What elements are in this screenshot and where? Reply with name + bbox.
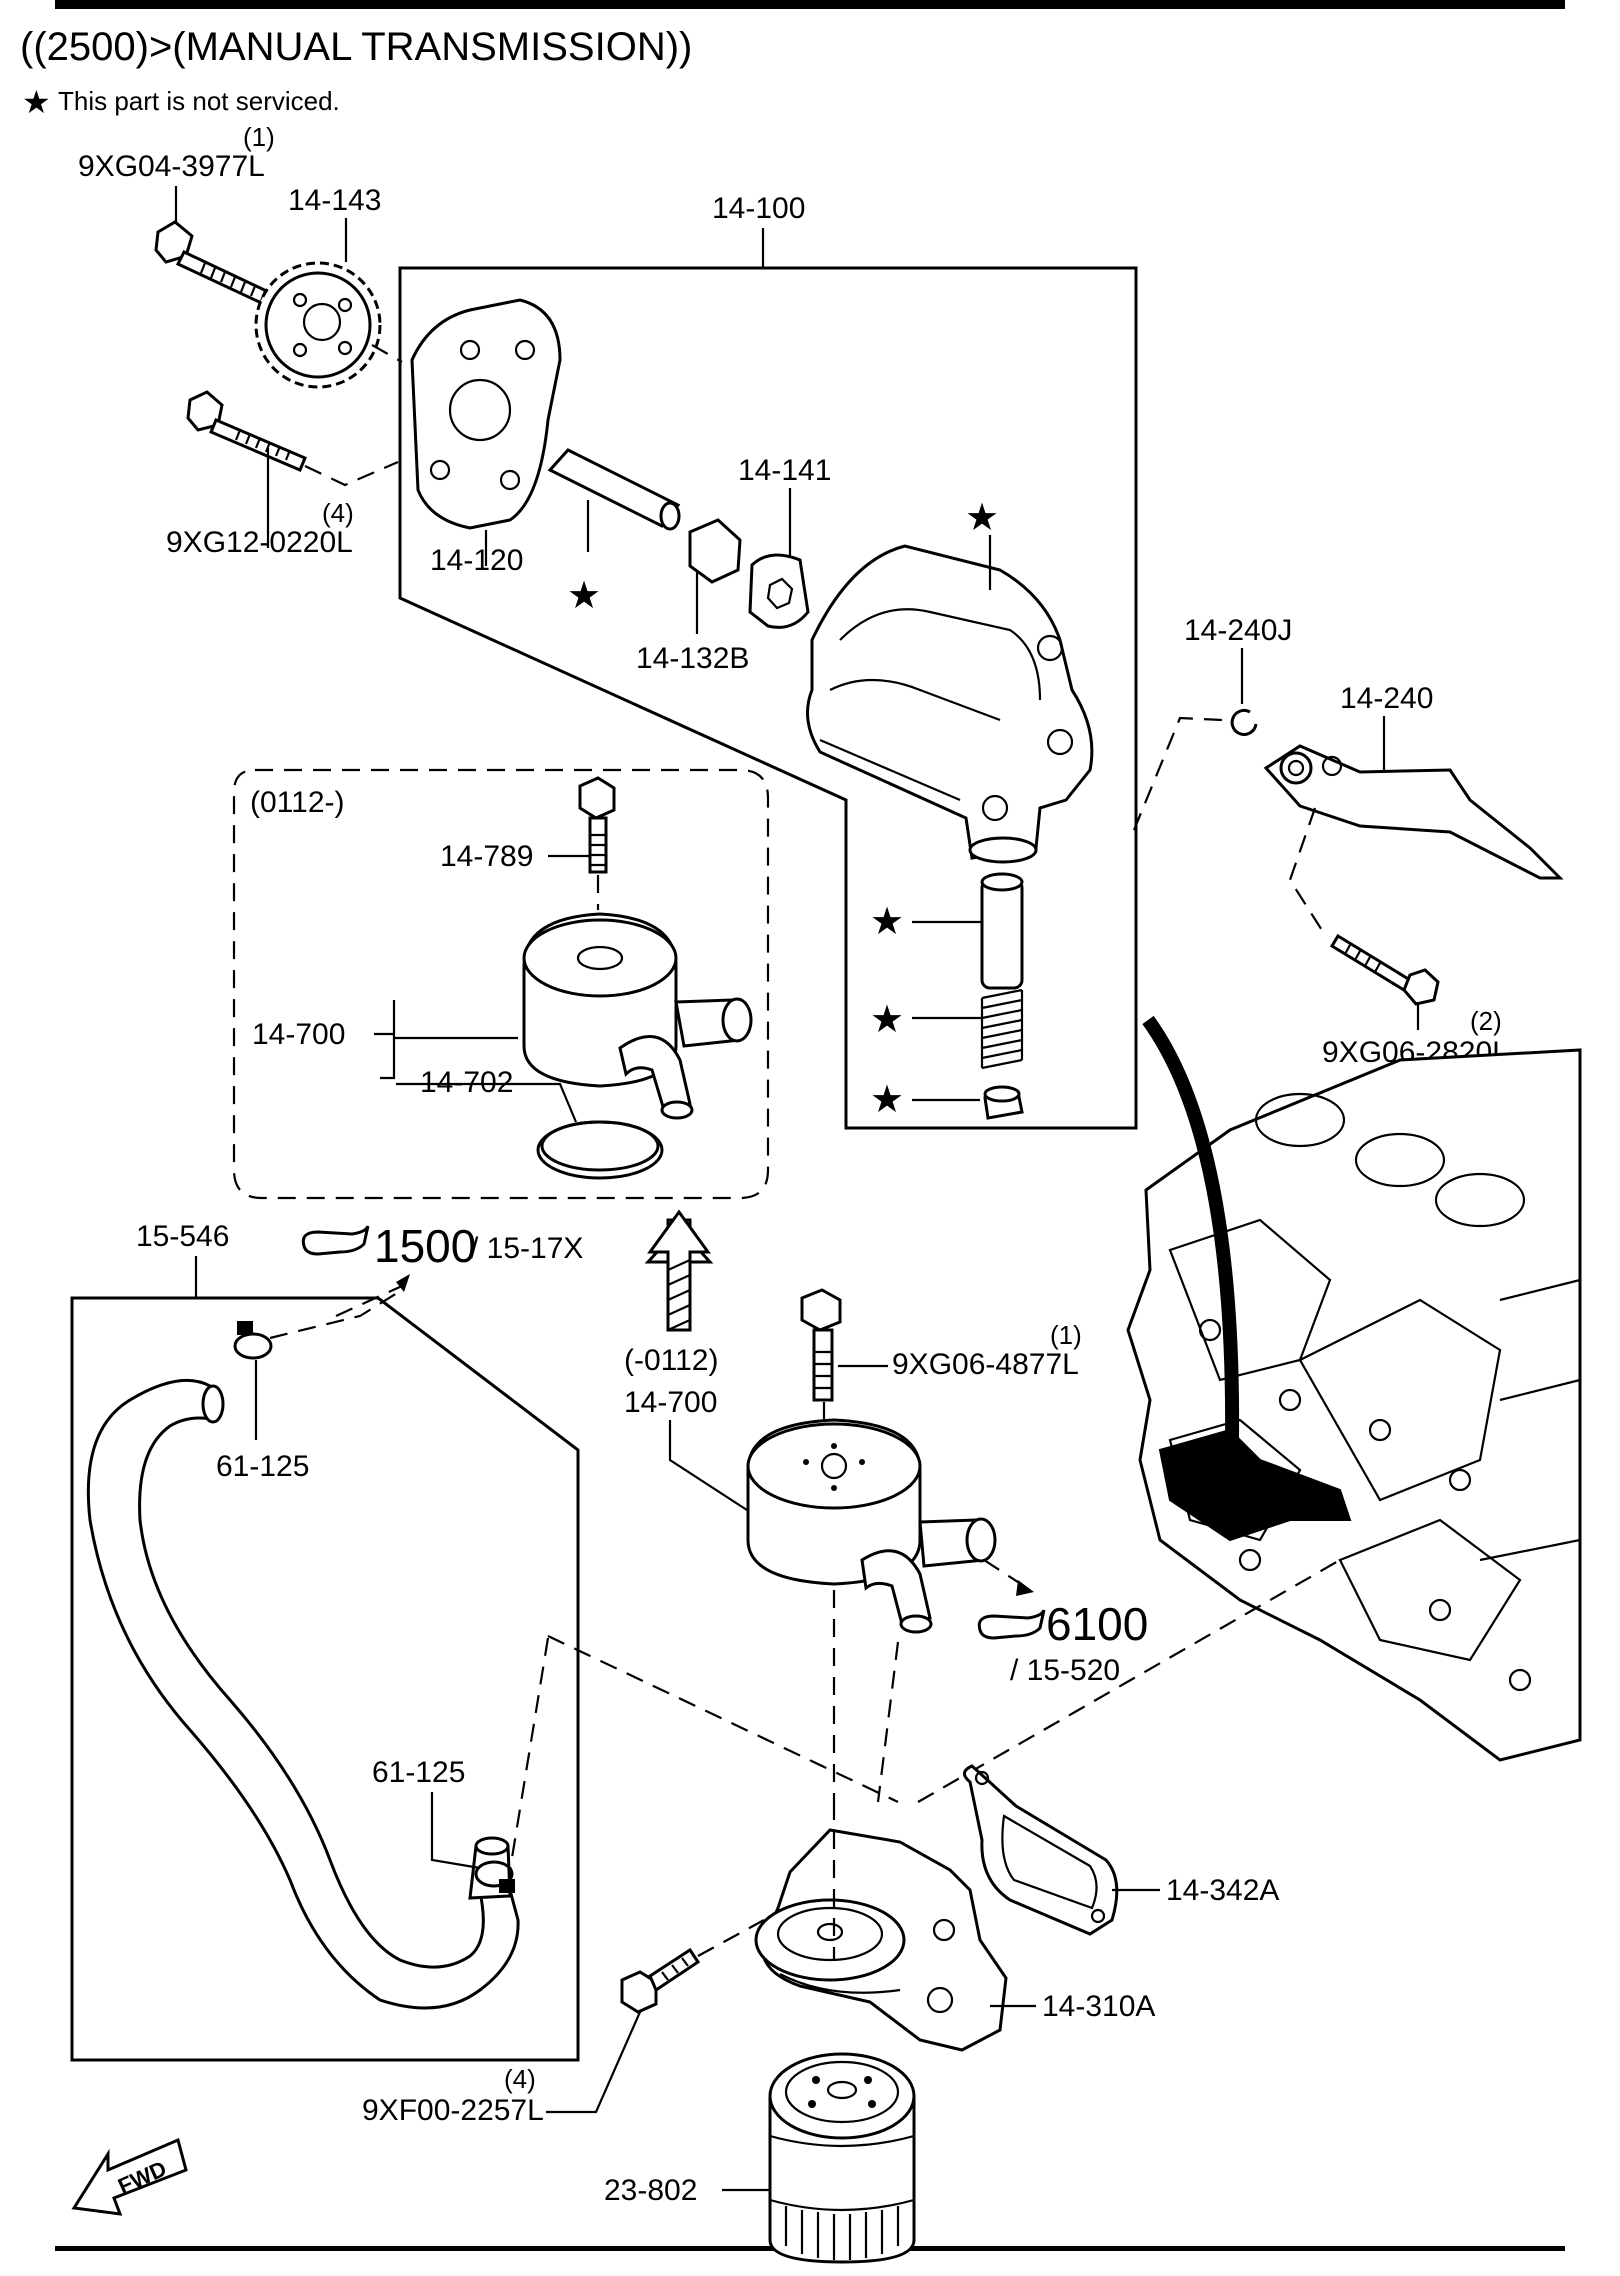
clamp-top-icon (233, 1321, 273, 1360)
bolt-filter-icon (620, 1947, 701, 2014)
star-icon-shaft: ★ (567, 575, 601, 617)
bolt-pump-icon (186, 390, 307, 472)
relief-plunger-icon (980, 872, 1024, 990)
ref-6100-page: 6100 (1046, 1598, 1148, 1650)
bolt-cooler-icon (800, 1288, 842, 1402)
pump-assy-frame (398, 266, 1138, 1130)
cooler-new-icon (522, 912, 753, 1120)
fwd-arrow-icon: FWD (71, 2137, 188, 2216)
bolt-jet-icon (1329, 933, 1440, 1006)
bolt-jet-qty: (2) (1470, 1006, 1502, 1036)
sprocket-icon (254, 261, 382, 389)
oil-filter-icon (768, 2052, 916, 2264)
cooler-old-label: 14-700 (624, 1386, 717, 1419)
hose-icon (86, 1379, 520, 2010)
ref-1500-page: 1500 (374, 1220, 476, 1272)
cooler-old-range: (-0112) (624, 1344, 718, 1377)
sprocket-label: 14-143 (288, 184, 381, 217)
ref-1500-ref: / 15-17X (470, 1232, 583, 1265)
top-rule (55, 0, 1565, 9)
gasket-label: 14-342A (1166, 1874, 1279, 1907)
cooler-bolt-icon (578, 776, 616, 874)
bolt-pump-number: 9XG12-0220L (166, 526, 353, 559)
cooler-bolt-label: 14-789 (440, 840, 533, 873)
bolt-cooler-qty: (1) (1050, 1320, 1082, 1350)
engine-block-icon (1126, 1048, 1582, 1762)
filter-body-label: 14-310A (1042, 1990, 1155, 2023)
star-icon: ★ (22, 84, 51, 120)
hose-frame (70, 1296, 580, 2062)
gasket-icon (963, 1764, 1119, 1936)
pointing-hand-icon (301, 1225, 370, 1256)
rotor-icon (688, 518, 810, 629)
shaft-label: 14-141 (738, 454, 831, 487)
oil-filter-label: 23-802 (604, 2174, 697, 2207)
star-icon-spring: ★ (870, 999, 904, 1041)
bolt-top-icon (154, 220, 277, 310)
pump-housing-icon (806, 544, 1094, 864)
bolt-filter-number: 9XF00-2257L (362, 2094, 544, 2127)
bolt-pump-qty: (4) (322, 498, 354, 528)
install-arrow-icon (1142, 1015, 1240, 1441)
clamp-bottom-label: 61-125 (372, 1756, 465, 1789)
installed-pump-highlight (1158, 1428, 1352, 1542)
pump-cover-icon (410, 298, 562, 530)
ring-label: 14-240J (1184, 614, 1292, 647)
relief-plug-icon (983, 1085, 1024, 1120)
box-range-label: (0112-) (250, 786, 344, 819)
star-icon-plunger: ★ (870, 901, 904, 943)
up-arrow-icon (644, 1209, 714, 1332)
ref-6100-ref: / 15-520 (1010, 1654, 1120, 1687)
bolt-cooler-number: 9XG06-4877L (892, 1348, 1079, 1381)
page-title: ((2500)>(MANUAL TRANSMISSION)) (20, 25, 692, 69)
shaft-icon (547, 448, 681, 531)
bolt-filter-qty: (4) (504, 2064, 536, 2094)
hose-label: 15-546 (136, 1220, 229, 1253)
pump-assy-label: 14-100 (712, 192, 805, 225)
star-icon-housing: ★ (965, 497, 999, 539)
bolt-top-number: 9XG04-3977L (78, 150, 265, 183)
clamp-top-label: 61-125 (216, 1450, 309, 1483)
note-text: This part is not serviced. (58, 86, 340, 116)
cooler-gasket-icon (536, 1120, 664, 1180)
rotor-label: 14-132B (636, 642, 749, 675)
clamp-bottom-icon (474, 1860, 515, 1893)
pointing-hand-icon-2 (977, 1609, 1046, 1640)
new-cooler-frame (232, 768, 770, 1200)
jet-label: 14-240 (1340, 682, 1433, 715)
filter-body-icon (754, 1828, 1008, 2052)
cooler-old-icon (746, 1418, 997, 1634)
star-icon-plug: ★ (870, 1079, 904, 1121)
jet-icon (1263, 744, 1564, 880)
bolt-top-qty: (1) (243, 122, 275, 152)
cooler-gasket-label: 14-702 (420, 1066, 513, 1099)
pump-cover-label: 14-120 (430, 544, 523, 577)
relief-spring-icon (980, 988, 1024, 1070)
ring-icon (1230, 708, 1258, 736)
cooler-new-label: 14-700 (252, 1018, 345, 1051)
